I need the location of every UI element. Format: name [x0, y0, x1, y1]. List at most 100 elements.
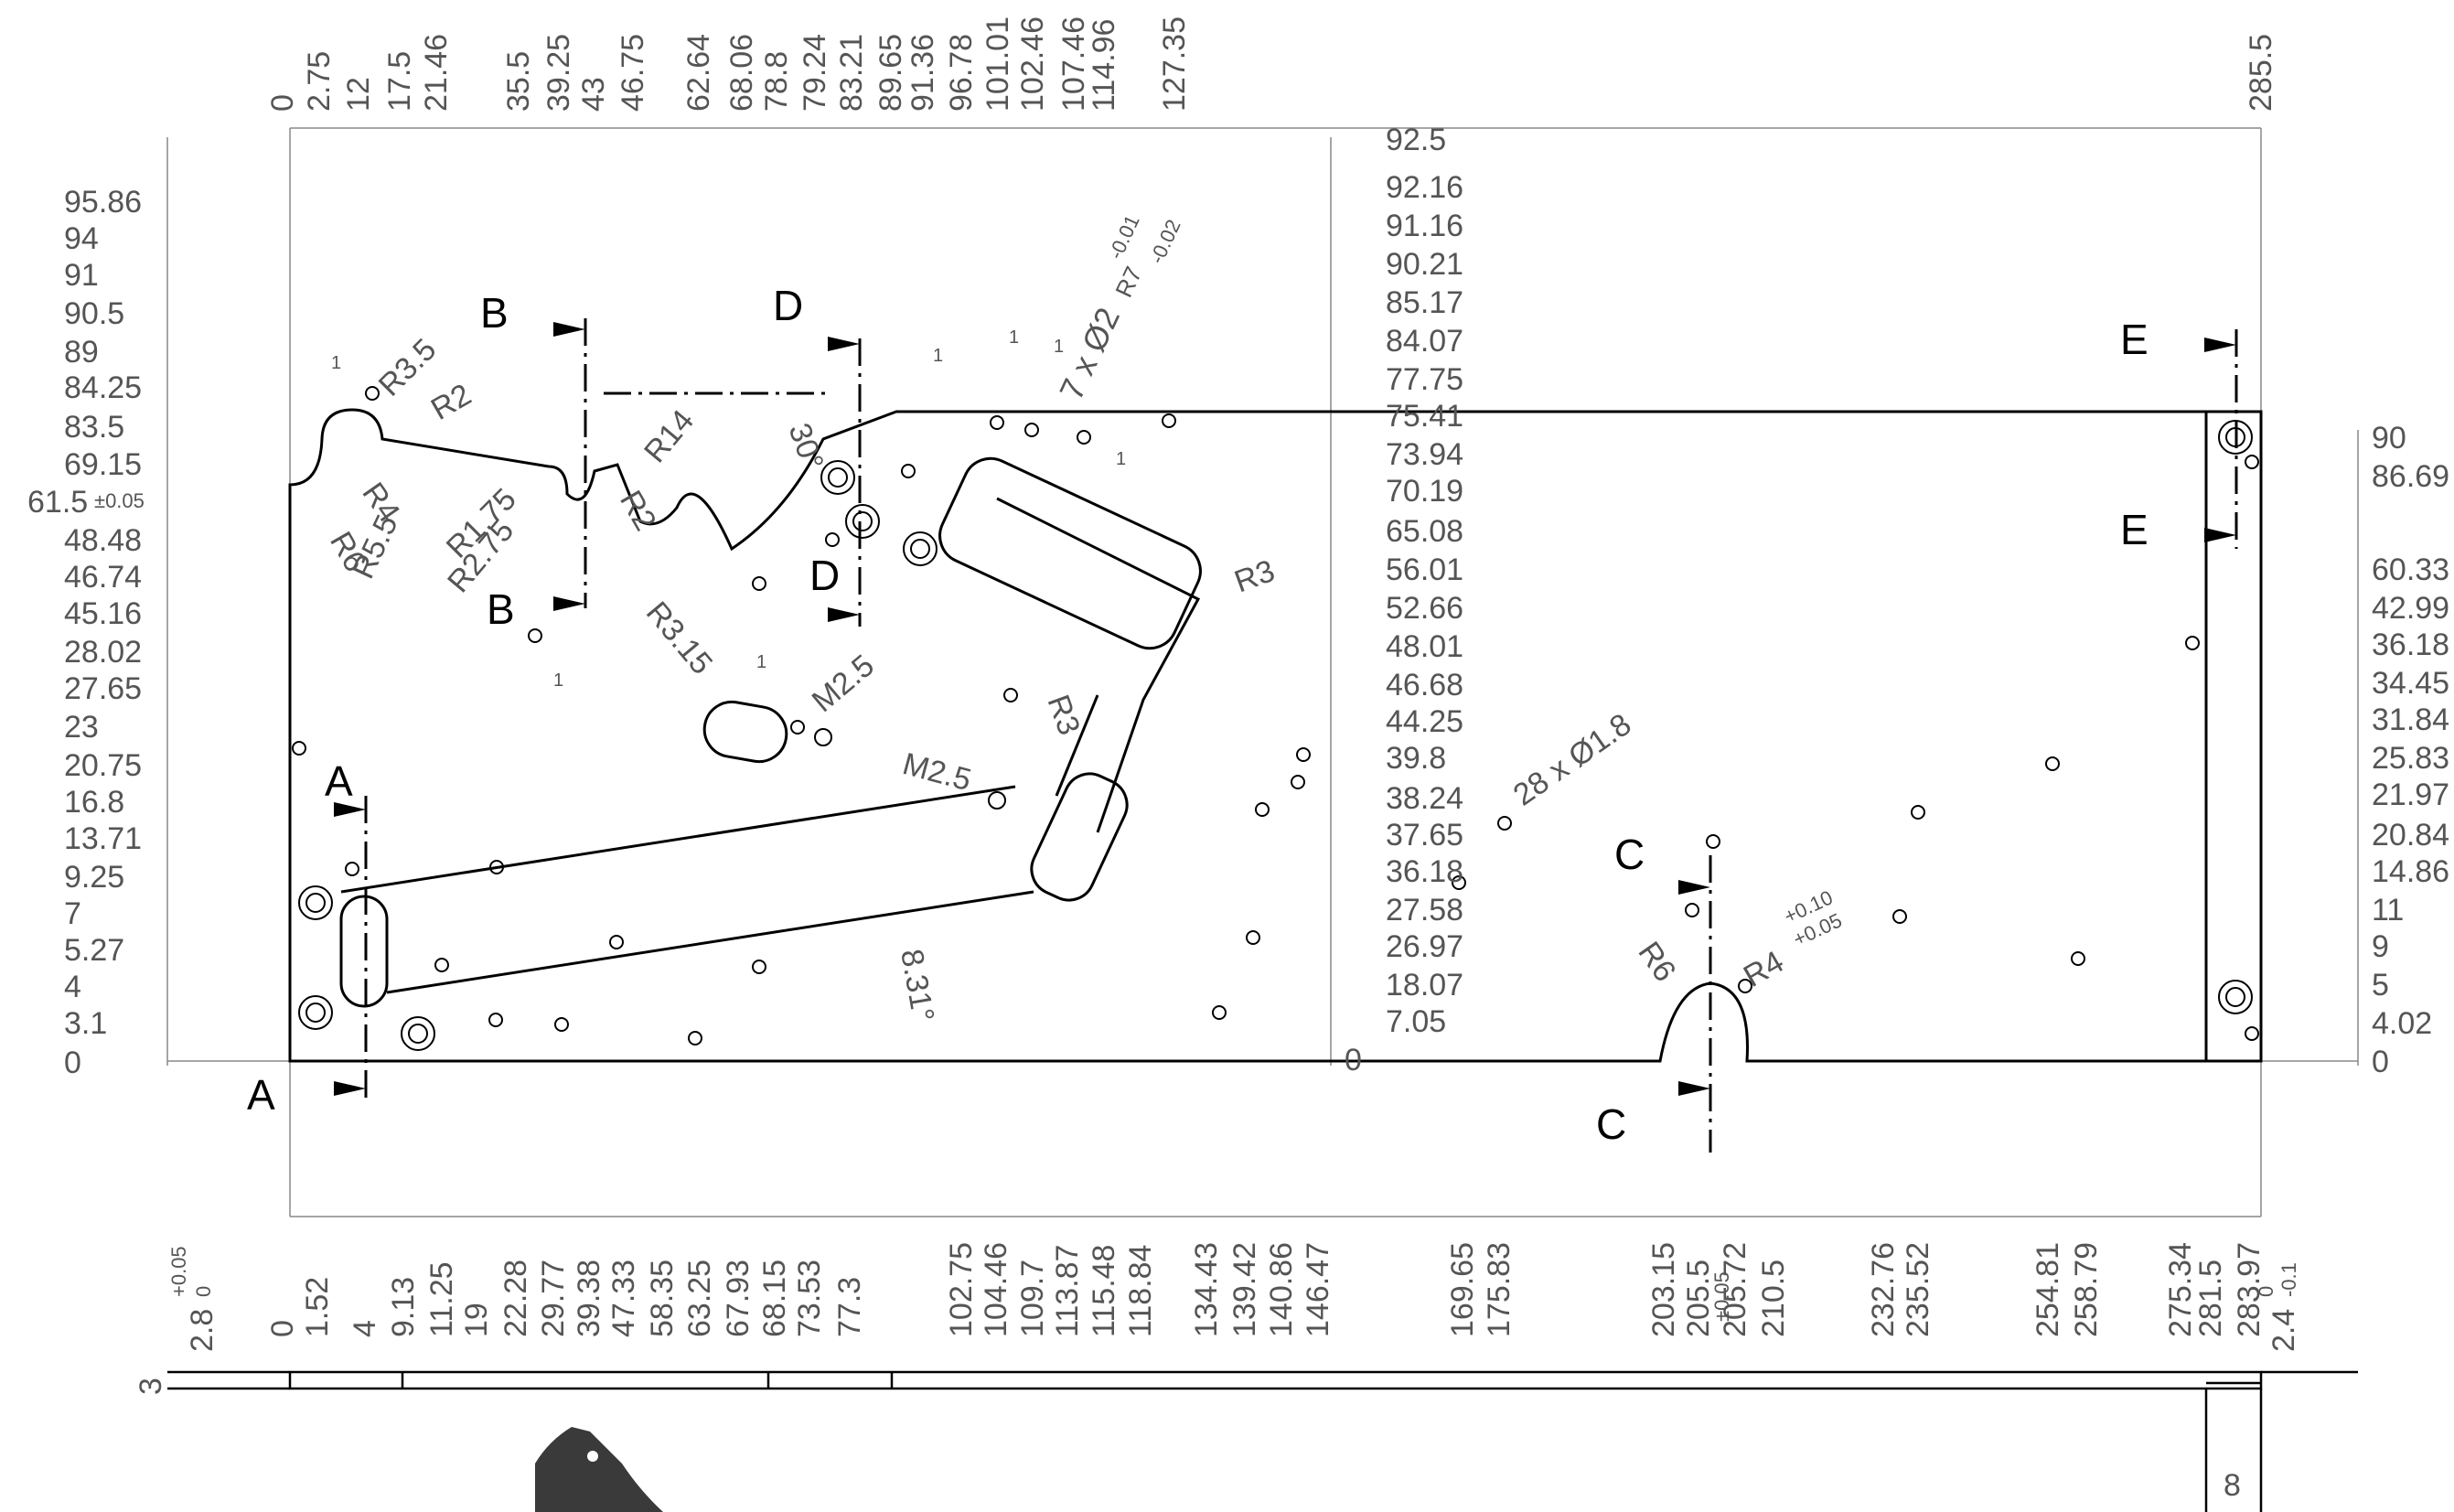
top-dim-label: 101.01 — [981, 16, 1015, 112]
far-right-dim-label: 11 — [2372, 893, 2404, 928]
inner-right-dim-label: 26.97 — [1386, 929, 1463, 964]
far-right-dim-label: 60.33 — [2372, 552, 2449, 587]
section-letter-b: B — [480, 289, 509, 337]
bottom-dim-label: 73.53 — [792, 1260, 827, 1337]
bottom-dim-label: 235.52 — [1901, 1242, 1935, 1337]
bottom-dim-label: 63.25 — [682, 1260, 717, 1337]
top-dim-label: 102.46 — [1015, 16, 1050, 112]
bottom-dim-label: 22.28 — [498, 1260, 533, 1337]
angle-8-31: 8.31° — [894, 947, 940, 1024]
side-step: 2.8 — [185, 1309, 220, 1352]
radius-callout: R2 — [425, 377, 477, 427]
far-right-dim-label: 31.84 — [2372, 702, 2449, 737]
top-dim-label: 46.75 — [616, 34, 650, 112]
marker-one-e: 1 — [1116, 449, 1126, 469]
pin-hole-fit: R7 — [1109, 263, 1147, 302]
section-lines — [364, 318, 2238, 1153]
far-right-dim-label: 14.86 — [2372, 854, 2449, 889]
top-dim-label: 68.06 — [724, 34, 759, 112]
marker-one-d: 1 — [1054, 337, 1064, 357]
section-letter-c: C — [1596, 1100, 1626, 1148]
left-ruler: 95.86949190.58984.2583.569.1561.548.4846… — [27, 185, 142, 1080]
top-dim-label: 17.5 — [382, 51, 417, 112]
top-dim-label: 89.65 — [873, 34, 908, 112]
radius-callout: M2.5 — [899, 746, 975, 798]
bottom-dim-label: 68.15 — [757, 1260, 792, 1337]
bottom-dim-label: 258.79 — [2069, 1242, 2104, 1337]
top-dim-label: 107.46 — [1056, 16, 1091, 112]
far-right-dim-label: 20.84 — [2372, 818, 2449, 853]
far-right-dim-label: 25.83 — [2372, 741, 2449, 776]
bottom-dim-label: 254.81 — [2031, 1242, 2065, 1337]
left-dim-label: 69.15 — [64, 447, 142, 482]
isometric-preview — [535, 1427, 663, 1512]
far-right-dim-label: 36.18 — [2372, 627, 2449, 662]
bottom-dim-label: 102.75 — [944, 1242, 979, 1337]
bottom-dim-label: 283.97 — [2232, 1242, 2266, 1337]
bottom-dim-label: 47.33 — [606, 1260, 641, 1337]
side-right-tol-lower: -0.1 — [2277, 1262, 2300, 1297]
left-dim-label: 0 — [64, 1046, 81, 1080]
left-tolerance-61-5: ±0.05 — [94, 489, 145, 512]
far-right-dim-label: 0 — [2372, 1045, 2389, 1079]
marker-one-f: 1 — [553, 670, 563, 691]
left-dim-label: 61.5 — [27, 485, 88, 520]
bottom-dim-label: 205.5 — [1681, 1260, 1716, 1337]
bottom-dim-label: 1.52 — [300, 1277, 335, 1337]
inner-right-dim-label: 73.94 — [1386, 437, 1463, 472]
top-dim-label: 62.64 — [681, 34, 716, 112]
top-dim-label: 79.24 — [798, 34, 832, 112]
radius-callouts: R3.5R2R4R6R5.5R14R1.75R2.75R2R3R3.15M2.5… — [323, 332, 1790, 994]
section-arrows — [334, 322, 2236, 1096]
radius-callout: R3 — [1230, 553, 1280, 600]
marker-one-c: 1 — [1009, 327, 1019, 348]
far-right-dim-label: 9 — [2372, 929, 2389, 964]
left-dim-label: 46.74 — [64, 560, 142, 595]
section-letter-a: A — [325, 757, 353, 805]
left-dim-label: 20.75 — [64, 748, 142, 783]
tol-205-5: ±0.05 — [1710, 1271, 1733, 1322]
part-outline — [288, 408, 2263, 1063]
top-dim-label: 35.5 — [501, 51, 536, 112]
left-dim-label: 48.48 — [64, 523, 142, 558]
radius-callout: M2.5 — [806, 648, 881, 719]
bottom-dim-label: 140.86 — [1264, 1242, 1299, 1337]
left-dim-label: 95.86 — [64, 185, 142, 220]
bottom-dim-label: 109.7 — [1015, 1260, 1050, 1337]
far-right-dim-label: 90 — [2372, 421, 2406, 456]
section-letter-d: D — [773, 282, 803, 329]
inner-right-dim-label: 92.16 — [1386, 170, 1463, 205]
bottom-dim-label: 205.72 — [1718, 1242, 1752, 1337]
bottom-dim-label: 115.48 — [1087, 1245, 1121, 1337]
top-dim-label: 43 — [576, 77, 611, 112]
radius-callout: R14 — [638, 403, 701, 469]
left-dim-label: 28.02 — [64, 635, 142, 670]
bottom-dim-label: 77.3 — [832, 1277, 867, 1337]
section-letter-a: A — [247, 1071, 275, 1119]
far-right-dim-label: 42.99 — [2372, 591, 2449, 626]
side-right-width: 8 — [2224, 1468, 2241, 1503]
angle-30: 30° — [781, 419, 830, 475]
left-dim-label: 5.27 — [64, 933, 124, 968]
left-dim-label: 94 — [64, 221, 99, 256]
section-letter-e: E — [2120, 316, 2149, 363]
top-dim-label: 0 — [265, 94, 300, 112]
inner-right-dim-label: 36.18 — [1386, 854, 1463, 889]
left-dim-label: 16.8 — [64, 785, 124, 820]
inner-right-dim-label: 85.17 — [1386, 285, 1463, 320]
side-right-tol-upper: 0 — [2255, 1286, 2277, 1297]
left-dim-label: 45.16 — [64, 596, 142, 631]
inner-right-dim-label: 7.05 — [1386, 1004, 1446, 1039]
section-letter-e: E — [2120, 506, 2149, 553]
inner-right-dim-label: 90.21 — [1386, 247, 1463, 282]
inner-right-dim-label: 27.58 — [1386, 893, 1463, 928]
inner-right-dim-label: 44.25 — [1386, 704, 1463, 739]
bottom-dim-label: 39.38 — [572, 1260, 606, 1337]
bottom-dim-label: 104.46 — [979, 1242, 1013, 1337]
top-dim-label: 12 — [341, 77, 376, 112]
radius-callout: R2 — [613, 485, 663, 537]
inner-right-dim-label: 65.08 — [1386, 514, 1463, 549]
